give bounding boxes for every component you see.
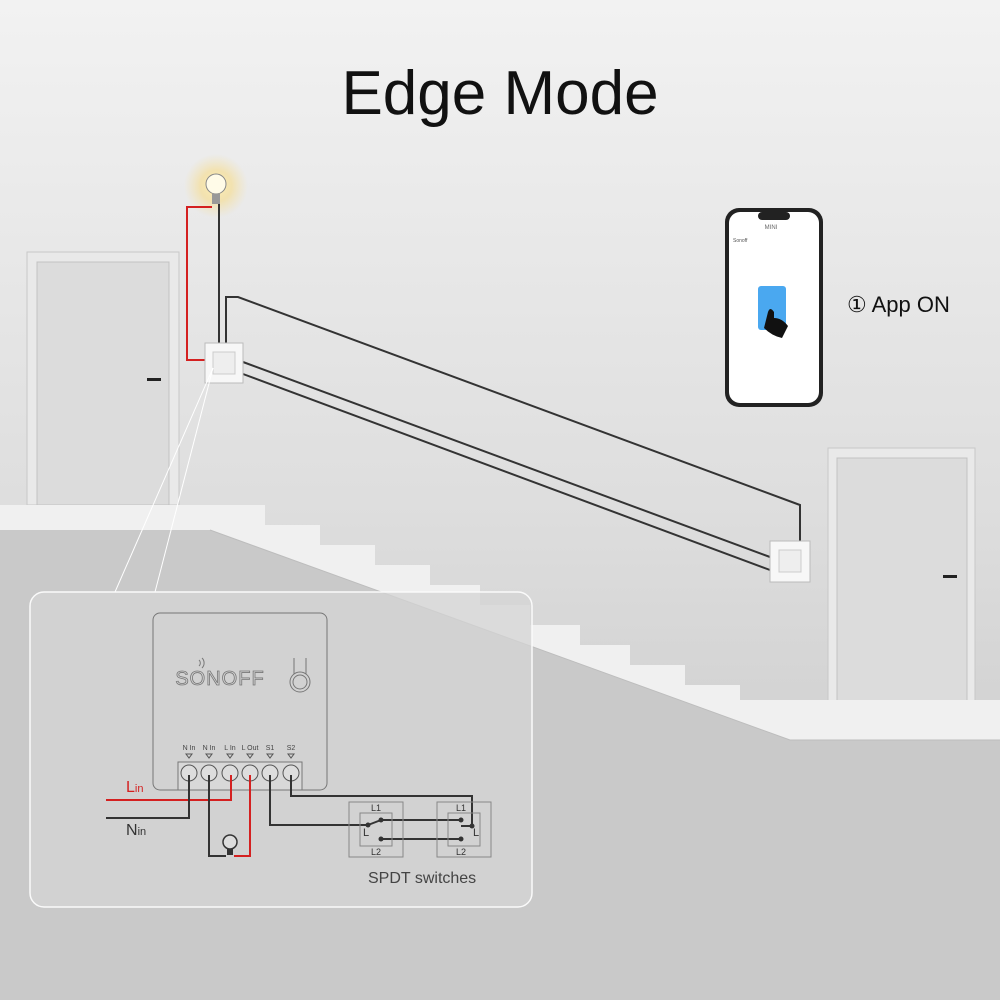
door-handle [147, 378, 161, 381]
app-on-step-label: ① App ON [847, 292, 950, 317]
callout-line [114, 367, 214, 593]
spdt-switch-2 [436, 801, 492, 858]
terminal-5: S2 [282, 745, 300, 782]
device-logo: SONOFF [175, 668, 264, 690]
switch1-common-label: L [363, 827, 369, 839]
callout-line [154, 367, 214, 593]
wall-switch-1[interactable] [204, 342, 244, 384]
terminal-label: N In [183, 745, 196, 752]
left-door [26, 251, 180, 506]
right-door [827, 447, 976, 704]
smartphone: MINI Sonoff [725, 208, 823, 407]
terminal-arrow-icon [287, 753, 295, 759]
terminal-block [177, 761, 303, 791]
terminal-arrow-icon [266, 753, 274, 759]
terminal-label: S2 [287, 745, 296, 752]
hand-tap-icon [764, 309, 788, 338]
wall-switch-2[interactable] [769, 540, 811, 583]
door-handle [943, 575, 957, 578]
spdt-switch-1 [348, 801, 404, 858]
terminal-arrow-icon [226, 753, 234, 759]
terminal-label: N In [203, 745, 216, 752]
switch2-l1-label: L1 [456, 803, 466, 813]
room-wiring [186, 204, 801, 571]
switch2-l2-label: L2 [456, 847, 466, 857]
light-bulb-icon [205, 173, 227, 204]
line-in-label: Lin [126, 779, 143, 796]
switch1-l2-label: L2 [371, 847, 381, 857]
spdt-caption: SPDT switches [368, 870, 476, 887]
page-title: Edge Mode [341, 59, 659, 128]
reset-button-icon [289, 658, 311, 693]
terminal-arrow-icon [185, 753, 193, 759]
terminal-label: L Out [242, 745, 259, 752]
switch2-common-label: L [473, 827, 479, 839]
terminal-2: L In [221, 745, 239, 782]
neutral-in-label: Nin [126, 822, 146, 839]
switch1-l1-label: L1 [371, 803, 381, 813]
sonoff-mini-device: SONOFF [152, 612, 328, 791]
terminal-arrow-icon [205, 753, 213, 759]
terminal-arrow-icon [246, 753, 254, 759]
terminal-label: L In [224, 745, 236, 752]
wifi-icon [198, 657, 205, 669]
diagram-bulb-icon [222, 834, 238, 855]
diagram-wiring [106, 775, 473, 857]
phone-brand: Sonoff [733, 238, 748, 244]
switch-contacts [365, 817, 475, 842]
terminal-label: S1 [266, 745, 275, 752]
phone-screen-title: MINI [765, 225, 778, 231]
